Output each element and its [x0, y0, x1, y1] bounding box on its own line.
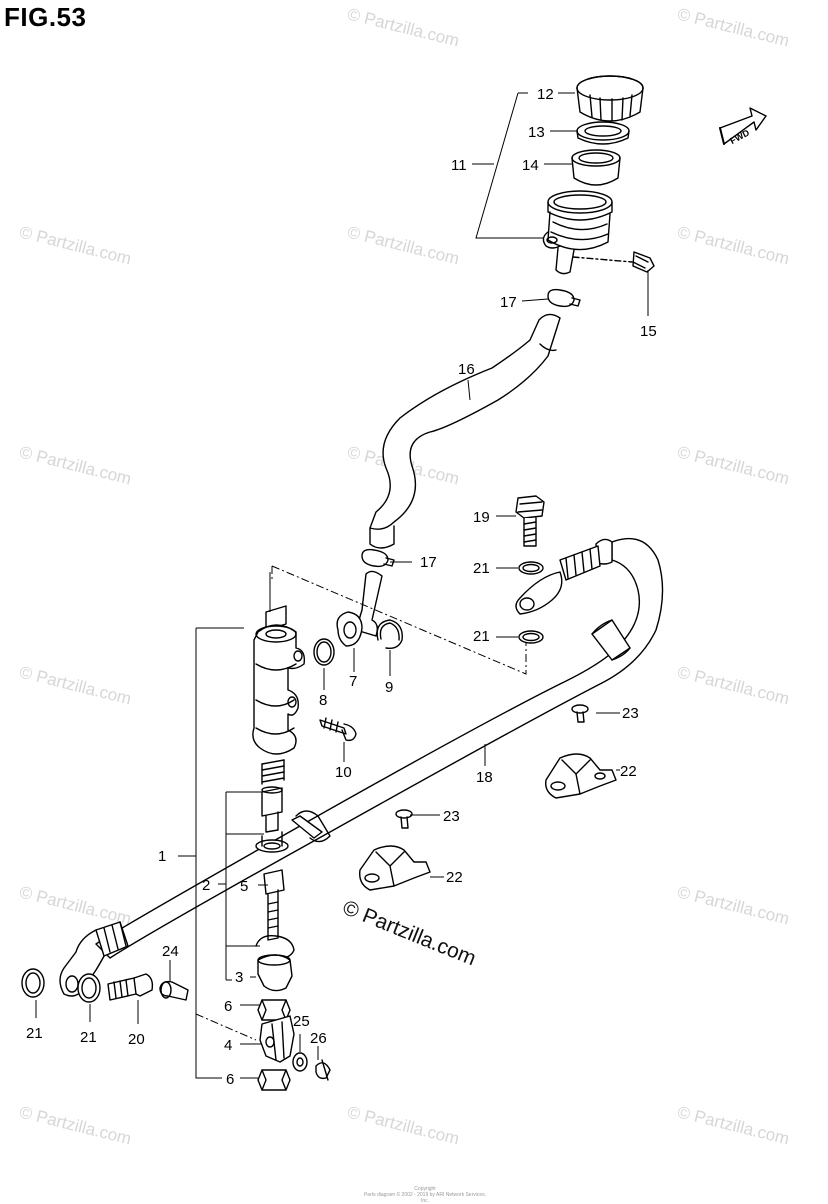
hose-clamp-upper[interactable] [547, 288, 581, 308]
clevis-pin[interactable] [159, 980, 189, 1001]
cotter-pin[interactable] [315, 1059, 331, 1081]
hose-guide-bracket[interactable] [545, 753, 617, 799]
copyright-line: Copyright [414, 1186, 436, 1192]
callout-label[interactable]: 4 [224, 1037, 232, 1054]
master-cylinder-body[interactable] [252, 605, 306, 755]
callout-label[interactable]: 17 [420, 554, 437, 571]
clevis-washer[interactable] [292, 1052, 308, 1072]
return-spring[interactable] [261, 759, 285, 785]
callout-label[interactable]: 1 [158, 848, 166, 865]
hose-clamp-lower[interactable] [361, 548, 395, 568]
piston[interactable] [255, 786, 289, 853]
callout-labels: 12 13 11 14 17 15 16 19 17 21 21 8 7 9 1… [26, 86, 657, 1088]
hose-guide-bracket[interactable] [359, 845, 431, 891]
union-bolt[interactable] [107, 973, 154, 1001]
push-rod[interactable] [263, 869, 285, 941]
reservoir-screw[interactable] [632, 251, 655, 273]
dust-boot[interactable] [257, 954, 293, 992]
lock-nut[interactable] [257, 999, 291, 1021]
reservoir-hose[interactable] [369, 313, 561, 549]
screw[interactable] [395, 809, 413, 829]
callout-label[interactable]: 25 [293, 1013, 310, 1030]
reservoir-cap[interactable] [576, 75, 644, 122]
sealing-washer[interactable] [77, 973, 101, 1003]
o-ring[interactable] [313, 638, 335, 666]
callout-label[interactable]: 6 [224, 998, 232, 1015]
reservoir-tank[interactable] [542, 190, 613, 275]
callout-label[interactable]: 14 [522, 157, 539, 174]
callout-label[interactable]: 10 [335, 764, 352, 781]
callout-label[interactable]: 15 [640, 323, 657, 340]
banjo-bolt[interactable] [515, 495, 545, 547]
mounting-bolt[interactable] [319, 717, 357, 742]
screw[interactable] [571, 704, 589, 723]
inlet-joint[interactable] [336, 570, 383, 647]
forward-arrow-icon [719, 107, 767, 145]
callout-label[interactable]: 18 [476, 769, 493, 786]
callout-label[interactable]: 22 [446, 869, 463, 886]
clevis[interactable] [259, 1015, 295, 1063]
callout-label[interactable]: 12 [537, 86, 554, 103]
reservoir-diaphragm[interactable] [571, 149, 621, 186]
callout-label[interactable]: 21 [26, 1025, 43, 1042]
callout-label[interactable]: 19 [473, 509, 490, 526]
sealing-washer[interactable] [518, 630, 544, 644]
callout-label[interactable]: 5 [240, 878, 248, 895]
callout-label[interactable]: 9 [385, 679, 393, 696]
leader-lines [35, 92, 649, 1079]
callout-label[interactable]: 24 [162, 943, 179, 960]
figure-title: FIG.53 [4, 2, 87, 32]
lock-nut[interactable] [257, 1069, 291, 1091]
callout-label[interactable]: 16 [458, 361, 475, 378]
sealing-washer[interactable] [518, 561, 544, 575]
callout-label[interactable]: 21 [80, 1029, 97, 1046]
callout-label[interactable]: 7 [349, 673, 357, 690]
brake-hose[interactable] [59, 537, 664, 997]
callout-label[interactable]: 23 [622, 705, 639, 722]
callout-label[interactable]: 21 [473, 560, 490, 577]
copyright-note: Copyright Parts diagram © 2002 - 2019 by… [360, 1186, 490, 1204]
callout-label[interactable]: 6 [226, 1071, 234, 1088]
callout-label[interactable]: 21 [473, 628, 490, 645]
circlip[interactable] [376, 619, 403, 650]
sealing-washer[interactable] [21, 968, 45, 998]
callout-label[interactable]: 23 [443, 808, 460, 825]
reservoir-diaphragm-plate[interactable] [576, 121, 630, 145]
callout-label[interactable]: 17 [500, 294, 517, 311]
callout-label[interactable]: 13 [528, 124, 545, 141]
callout-label[interactable]: 22 [620, 763, 637, 780]
callout-label[interactable]: 26 [310, 1030, 327, 1047]
callout-label[interactable]: 2 [202, 877, 210, 894]
callout-label[interactable]: 8 [319, 692, 327, 709]
callout-label[interactable]: 20 [128, 1031, 145, 1048]
callout-label[interactable]: 11 [451, 157, 467, 174]
callout-label[interactable]: 3 [235, 969, 243, 986]
copyright-line: Parts diagram © 2002 - 2019 by ARI Netwo… [363, 1192, 487, 1204]
